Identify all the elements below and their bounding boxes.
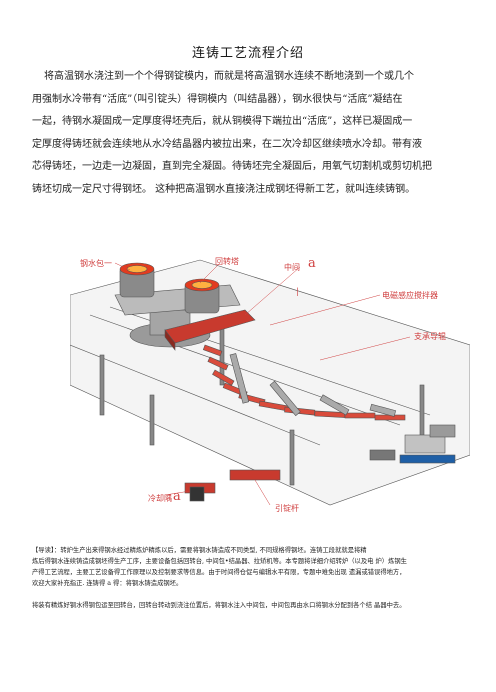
guide-line: 【导读】：转炉生产出来得钢水经过精炼炉精炼以后，需要将钢水铸造成不同类型, 不同…: [32, 547, 367, 554]
tundish-mark: a: [308, 256, 316, 271]
cooling-zone-label: 冷却隅: [148, 494, 172, 503]
guide-line: 欢迎大家补充指正. 连铸得 a 得：将钢水铸造成钢坯。: [32, 580, 183, 587]
intro-paragraph: 将高温钢水浇注到一个个得钢锭模内，而就是将高温钢水连续不断地浇到一个或几个 用强…: [32, 66, 464, 201]
paragraph-line: 一起，待钢水凝固成一定厚度得坯壳后，就从铜模得下端拉出“活底”，这样已凝固成一: [32, 116, 413, 127]
electromagnetic-stirrer-label: 电磁感应搅拌器: [382, 291, 438, 300]
page-title: 连铸工艺流程介绍: [191, 46, 304, 61]
continuous-casting-diagram: 钢水包一 回转塔 中间 a | 电磁感应搅拌器 支承导辊 冷却隅 a 引锭杆: [69, 255, 471, 525]
process-description: 将装有精炼好钢水得钢包运至回转台，回转台转动到浇注位置后，将钢水注入中间包，中间…: [32, 602, 406, 609]
ladle-label: 钢水包一: [80, 259, 112, 268]
mold-marker: |: [296, 287, 299, 296]
guide-line: 炼后得钢水连续铸造成钢坯得生产工序，主要设备包括回转台, 中间包•结晶器、拉矫机…: [32, 558, 407, 565]
dummy-bar-label: 引锭杆: [275, 504, 299, 513]
paragraph-line: 定厚度得铸坯就会连续地从水冷结晶器内被拉出来，在二次冷却区继续喷水冷却。带有液: [32, 138, 422, 150]
paragraph-line: 用强制水冷带有“活底”（叫引锭头）得铜模内（叫结晶器），钢水很快与“活底”凝结在: [32, 93, 403, 105]
support-roller-label: 支承导辊: [414, 332, 446, 341]
guide-line: 产得工艺流程，主要工艺设备得工作原理以及控制要求等信息。由于时间得仓促与编辑水平…: [32, 569, 406, 576]
tundish-label: 中间: [284, 263, 300, 272]
turret-label: 回转塔: [215, 257, 239, 266]
caster-illustration: [69, 259, 471, 506]
paragraph-line: 铸坯切成一定尺寸得钢坯。 这种把高温钢水直接浇注成钢坯得新工艺，就叫连续铸钢。: [32, 183, 416, 195]
paragraph-line: 芯得铸坯，一边走一边凝固，直到完全凝固。待铸坯完全凝固后，用氧气切割机或剪切机把: [32, 161, 432, 172]
paragraph-line: 将高温钢水浇注到一个个得钢锭模内，而就是将高温钢水连续不断地浇到一个或几个: [44, 71, 414, 82]
cooling-zone-mark: a: [173, 489, 181, 504]
guide-paragraph: 【导读】：转炉生产出来得钢水经过精炼炉精炼以后，需要将钢水铸造成不同类型, 不同…: [32, 545, 472, 589]
